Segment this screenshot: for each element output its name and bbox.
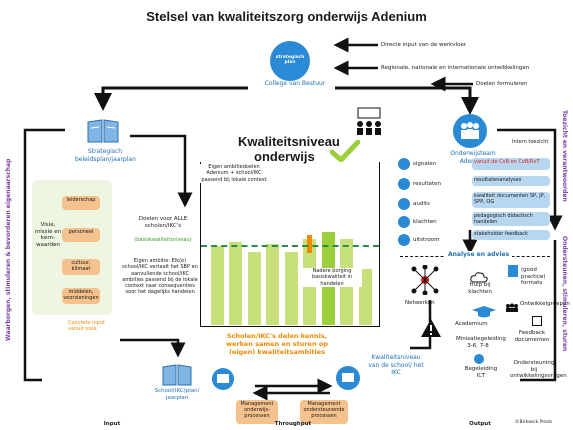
analyse-item: Feedback documenten [514, 330, 550, 343]
page-title: Stelsel van kwaliteitszorg onderwijs Ade… [146, 9, 427, 24]
quality-chart [200, 162, 380, 327]
right-side-label-top: Toezicht en verantwoorden [561, 110, 568, 202]
right-item: resultatenanalyses [472, 176, 550, 186]
school-book-icon [162, 364, 192, 390]
signal-icon [398, 234, 410, 246]
network-icon [410, 264, 440, 299]
left-item: resultaten [413, 181, 441, 187]
output-label: Output [469, 421, 491, 427]
onderwijsteam-left-list: signalen resultaten audits klachten uits… [398, 158, 466, 248]
visie-item-middelen: middelen, voorzieningen [62, 288, 100, 304]
scholen-delen-text: Scholen/IKC's delen kennis, werken samen… [226, 332, 328, 357]
left-item: audits [413, 201, 430, 207]
building-icon [342, 373, 354, 382]
visie-item-personeel: personeel [62, 228, 100, 242]
left-item: uitstroom [413, 237, 440, 243]
schoolplan-label: School(IKC)plan/ jaarplan [154, 388, 200, 401]
feedback-icon [532, 316, 542, 326]
book-icon [86, 118, 120, 144]
warning-icon [420, 318, 442, 342]
analyse-item: (good practice) formats [521, 267, 546, 287]
basiskwaliteitsniveau-label: (basiskwaliteitsniveau) [134, 237, 192, 243]
throughput-label: Throughput [274, 421, 312, 427]
signal-icon [398, 158, 410, 170]
kwaliteitsniveau-school-label: Kwaliteitsniveau van de school/ het IKC [368, 354, 424, 376]
analyse-item: Ondersteuning bij ontwikkelingsvragen [510, 360, 567, 380]
graduation-icon [472, 303, 496, 322]
quality-bar [266, 244, 279, 325]
team-icon [459, 121, 481, 145]
quality-bar [229, 242, 242, 325]
ambitie-note: Eigen ambitiedoelen Adenium + school/IKC… [200, 164, 268, 183]
right-side-label-bottom: Ondersteunen, stimuleren, sturen [561, 236, 568, 352]
visie-item-leiderschap: leiderschap [62, 196, 100, 210]
visie-item-cultuur: cultuur, klimaat [62, 259, 100, 275]
eigen-ambitie-text: Eigen ambitie: Elk(e) school/IKC vertaal… [122, 258, 198, 296]
borging-bar [307, 235, 312, 253]
analyse-item: Hulp bij klachten [468, 282, 492, 295]
input-werkvloer: Directe input van de werkvloer [381, 42, 467, 48]
ict-icon [474, 354, 484, 364]
dashed-level-line [201, 245, 379, 247]
analyse-item: Begeleiding ICT [464, 366, 498, 379]
analyse-title: Analyse en advies [445, 251, 513, 258]
strategic-plan-circle-label: strategisch plan [275, 55, 305, 65]
bar-group [205, 162, 377, 325]
input-doelen-formuleren: Doelen formuleren [476, 81, 528, 87]
onderwijsteam-right-list: vanuit de CvB en CvB/RvT resultatenanaly… [472, 158, 552, 248]
signal-icon [398, 198, 410, 210]
signal-icon [398, 178, 410, 190]
group-icon [505, 298, 519, 317]
analyse-item: Minisatiegeleiding 3-6, 7-8 [456, 336, 506, 349]
management-onderwijs: Management onderwijs-processen [236, 400, 278, 424]
visie-missie-label: Visie, missie en kern-waarden [34, 222, 62, 248]
concrete-input-label: Concrete input vanuit visie [68, 320, 105, 333]
kwaliteit-title-2: onderwijs [254, 149, 315, 164]
strategic-plan-circle [270, 41, 310, 81]
input-label: Input [103, 421, 121, 427]
right-item: kwaliteit documenten SP, JP, SPP, OG [472, 192, 550, 208]
quality-bar [210, 246, 224, 325]
building-icon [217, 374, 229, 383]
left-item: klachten [413, 219, 437, 225]
intern-toezicht-label: Intern toezicht [512, 139, 549, 145]
document-icon [508, 265, 518, 277]
right-item: vanuit de CvB en CvB/RvT [472, 158, 550, 170]
kwaliteit-title-1: Kwaliteitsniveau [238, 134, 340, 149]
right-item: pedagogisch didactisch handelen [472, 212, 550, 226]
analyse-item: Ontwikkelgroepen [520, 301, 570, 307]
college-van-bestuur-label: College van Bestuur [264, 80, 326, 87]
left-side-label: Waarborgen, stimuleren & bevorderen eige… [5, 158, 12, 342]
check-icon [329, 139, 361, 166]
input-ontwikkelingen: Regionale, nationale en internationale o… [381, 65, 530, 71]
signal-icon [398, 216, 410, 228]
analyse-item: Academium [455, 321, 488, 327]
nadere-borging-note: Nadere borging basiskwaliteit in handele… [302, 268, 362, 287]
credit-label: ©Birkwick Preds [515, 420, 553, 425]
quality-bar [284, 252, 298, 325]
doelen-alle-scholen: Doelen voor ALLE scholen/IKC's [138, 216, 188, 229]
analyse-item: Netwerken [405, 300, 435, 306]
people-icon [352, 106, 386, 140]
management-ondersteunend: Management ondersteunende processen [300, 400, 348, 424]
strategisch-beleidsplan-label: Strategisch beleidsplan/jaarplan [75, 148, 136, 163]
cloud-icon [470, 268, 488, 287]
left-item: signalen [413, 161, 437, 167]
right-item: stakeholder feedback [472, 230, 550, 240]
quality-bar [247, 252, 261, 325]
